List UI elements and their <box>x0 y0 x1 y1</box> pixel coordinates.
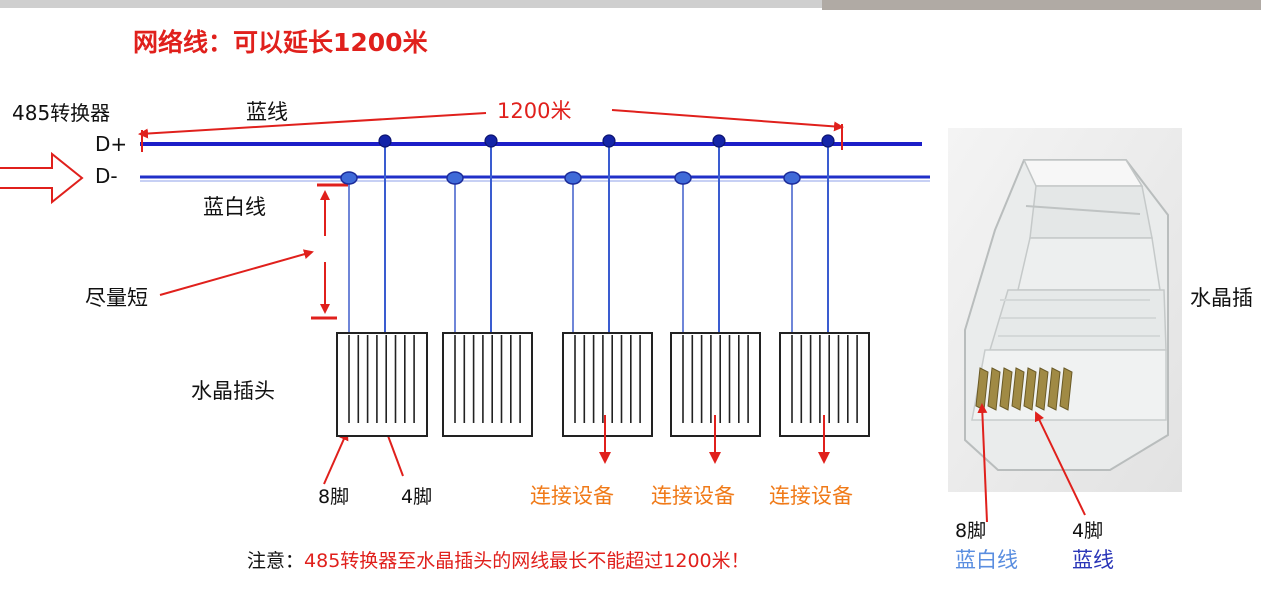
connect-device-label-3: 连接设备 <box>769 484 853 508</box>
crystal-plug <box>562 134 653 464</box>
short-label: 尽量短 <box>85 286 148 310</box>
d-minus-junction <box>446 171 464 185</box>
gold-contact <box>1011 367 1025 411</box>
plug-body <box>442 332 533 437</box>
length-label: 1200米 <box>497 99 572 123</box>
rj45-photo <box>948 128 1182 523</box>
d-minus-label: D- <box>95 164 118 188</box>
pin8-pointer-arrow <box>323 430 349 485</box>
photo-pin8-label: 8脚 <box>955 520 987 542</box>
blue-white-wire-label: 蓝白线 <box>203 195 266 219</box>
photo-pin4-wire-label: 蓝线 <box>1072 548 1114 572</box>
device-arrow-head <box>818 452 830 464</box>
photo-side-label: 水晶插 <box>1190 286 1253 310</box>
blue-wire-label: 蓝线 <box>246 100 288 124</box>
gold-contact <box>1047 367 1061 411</box>
note: 注意：485转换器至水晶插头的网线最长不能超过1200米！ <box>247 552 750 571</box>
d-minus-junction <box>340 171 358 185</box>
note-text: 485转换器至水晶插头的网线最长不能超过1200米！ <box>304 550 750 572</box>
gold-contact <box>999 367 1013 411</box>
crystal-plug <box>442 134 533 437</box>
d-plus-junction <box>821 134 835 148</box>
converter-label: 485转换器 <box>12 101 111 125</box>
device-arrow-head <box>709 452 721 464</box>
pin4-label: 4脚 <box>401 486 433 508</box>
diagram-title: 网络线：可以延长1200米 <box>133 28 428 57</box>
photo-pin8-arrow <box>977 403 988 523</box>
gold-contact <box>1035 367 1049 411</box>
gold-contact <box>987 367 1001 411</box>
d-plus-junction <box>602 134 616 148</box>
photo-pin8-wire-label: 蓝白线 <box>955 548 1018 572</box>
length-arrow-right <box>611 109 844 132</box>
pin8-label: 8脚 <box>318 486 350 508</box>
note-prefix: 注意： <box>247 550 305 572</box>
plug-body <box>562 332 653 437</box>
d-plus-junction <box>484 134 498 148</box>
d-minus-junction <box>564 171 582 185</box>
d-plus-label: D+ <box>95 132 128 156</box>
d-minus-junction <box>674 171 692 185</box>
crystal-plug <box>336 134 428 437</box>
crystal-plug <box>779 134 870 464</box>
photo-pin4-label: 4脚 <box>1072 520 1104 542</box>
input-arrow-icon <box>0 151 84 205</box>
top-right-photo-strip <box>822 0 1261 10</box>
gold-contact <box>1023 367 1037 411</box>
device-arrow-head <box>599 452 611 464</box>
connect-device-label-2: 连接设备 <box>651 484 735 508</box>
short-pointer-arrow <box>159 249 314 296</box>
d-minus-junction <box>783 171 801 185</box>
photo-pin4-arrow <box>1034 411 1086 516</box>
d-plus-junction <box>378 134 392 148</box>
length-arrow-left <box>138 112 487 139</box>
gold-contacts <box>975 367 1073 411</box>
plug-group <box>336 134 870 464</box>
gold-contact <box>1059 367 1073 411</box>
crystal-plug <box>670 134 761 464</box>
plug-body <box>336 332 428 437</box>
top-border <box>0 0 1261 8</box>
d-plus-junction <box>712 134 726 148</box>
plug-label: 水晶插头 <box>191 379 275 403</box>
connect-device-label-1: 连接设备 <box>530 484 614 508</box>
